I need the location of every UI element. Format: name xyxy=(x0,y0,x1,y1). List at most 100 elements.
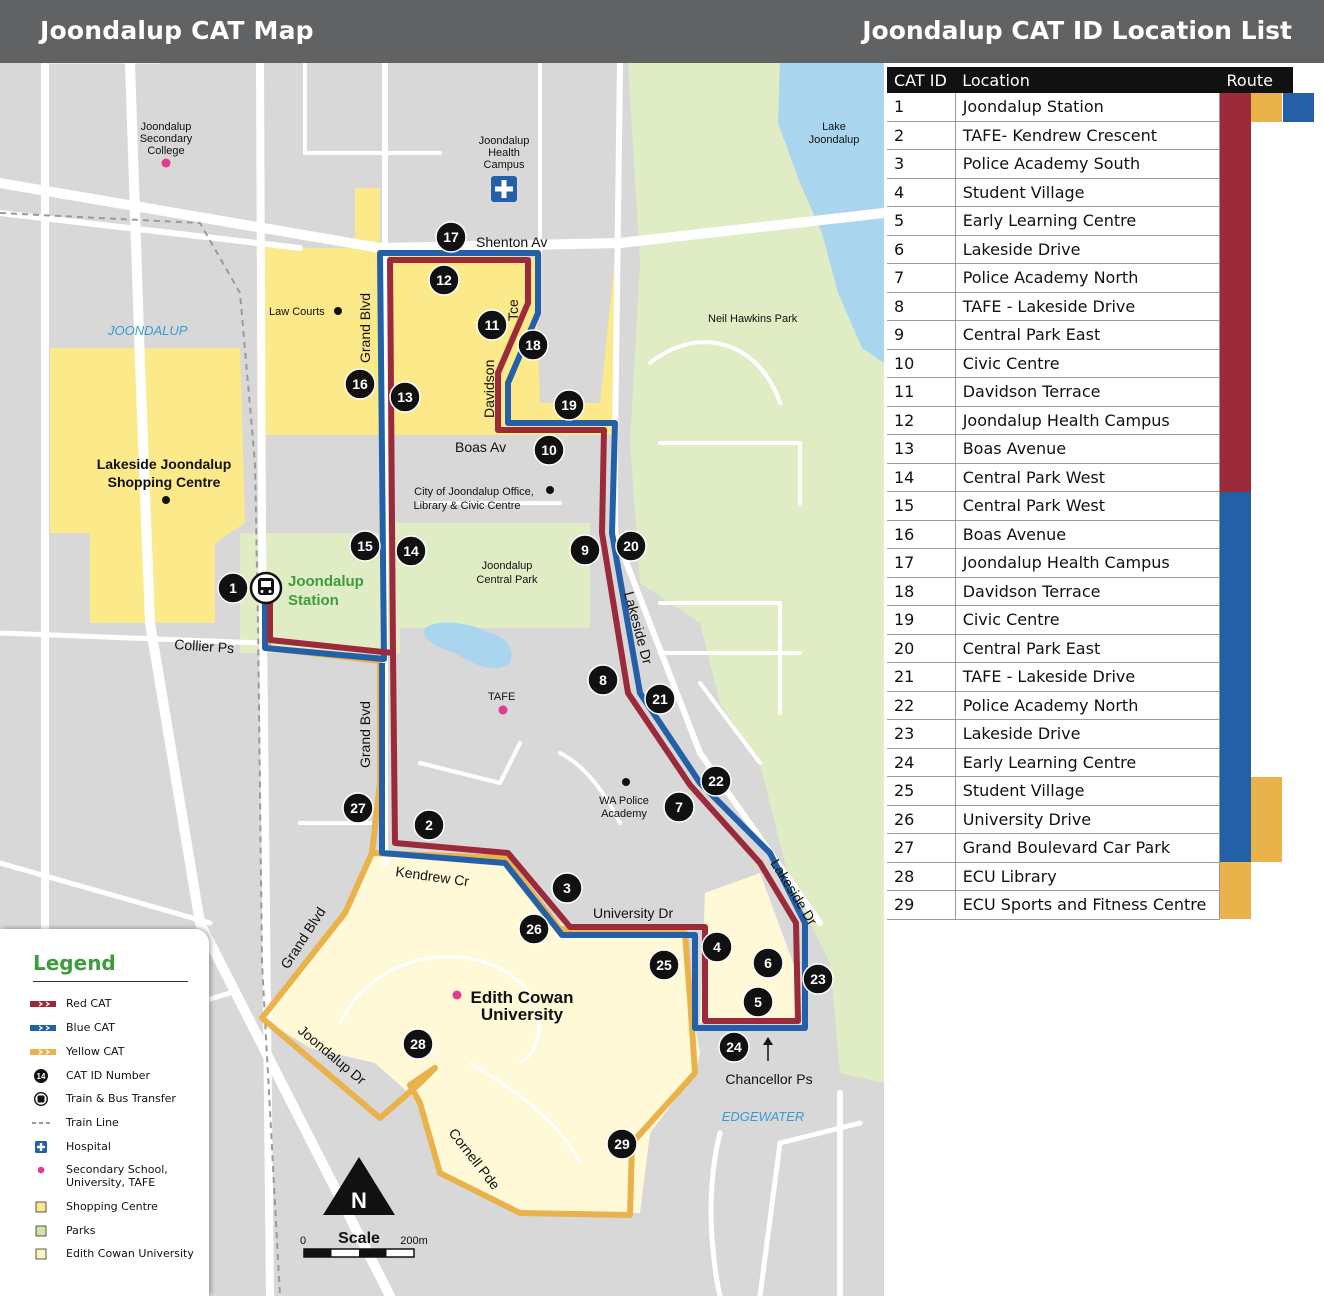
stop-badge xyxy=(569,534,601,566)
cat-id-cell: 22 xyxy=(887,691,956,720)
cat-stop-21[interactable]: 21 xyxy=(644,683,676,715)
cat-stop-17[interactable]: 17 xyxy=(435,221,467,253)
cat-stop-15[interactable]: 15 xyxy=(349,530,381,562)
route-cell xyxy=(1220,263,1293,292)
legend-title: Legend xyxy=(33,951,116,975)
cat-map[interactable]: Lake Joondalup Joondalup Secondary Colle… xyxy=(0,63,884,1296)
blue-route-swatch xyxy=(1220,805,1252,834)
cat-stop-28[interactable]: 28 xyxy=(402,1028,434,1060)
cat-stop-23[interactable]: 23 xyxy=(802,963,834,995)
stop-badge xyxy=(518,913,550,945)
route-cell xyxy=(1220,691,1293,720)
map-title: Joondalup CAT Map xyxy=(40,16,314,45)
cat-id-cell: 8 xyxy=(887,292,956,321)
station-label-2: Station xyxy=(288,592,339,609)
cat-stop-19[interactable]: 19 xyxy=(553,389,585,421)
cat-stop-12[interactable]: 12 xyxy=(428,264,460,296)
route-cell xyxy=(1220,121,1293,150)
police-academy-marker xyxy=(622,778,630,786)
table-header-row: CAT ID Location Route xyxy=(887,67,1293,93)
yellow-route-swatch xyxy=(1251,805,1283,834)
north-arrow-icon: N xyxy=(323,1157,395,1215)
cat-stop-6[interactable]: 6 xyxy=(752,947,784,979)
cat-stop-22[interactable]: 22 xyxy=(700,765,732,797)
red-route-swatch xyxy=(1220,263,1252,292)
cat-stop-13[interactable]: 13 xyxy=(389,381,421,413)
law-courts-label: Law Courts xyxy=(269,306,325,318)
legend-label: Shopping Centre xyxy=(66,1200,158,1213)
location-cell: Central Park East xyxy=(955,320,1221,350)
cat-id-cell: 6 xyxy=(887,235,956,264)
cat-stop-10[interactable]: 10 xyxy=(533,434,565,466)
cat-stop-29[interactable]: 29 xyxy=(606,1128,638,1160)
legend-label: Train Line xyxy=(66,1116,119,1129)
cat-stop-2[interactable]: 2 xyxy=(413,809,445,841)
cat-stop-25[interactable]: 25 xyxy=(648,949,680,981)
cat-stop-24[interactable]: 24 xyxy=(718,1031,750,1063)
cat-id-cell: 1 xyxy=(887,93,956,122)
cat-stop-1[interactable]: 1 xyxy=(217,572,249,604)
cat-stop-4[interactable]: 4 xyxy=(701,931,733,963)
school-marker xyxy=(161,158,171,168)
police-academy-label-1: WA Police xyxy=(599,795,649,807)
cat-stop-11[interactable]: 11 xyxy=(476,309,508,341)
route-cell xyxy=(1220,178,1293,207)
cat-stop-20[interactable]: 20 xyxy=(615,530,647,562)
legend-label-line: Secondary School, xyxy=(66,1163,168,1176)
cat-id-cell: 9 xyxy=(887,320,956,350)
blue-route-swatch xyxy=(1220,491,1252,520)
yellow-route-swatch xyxy=(1220,890,1252,919)
route-cell xyxy=(1220,776,1293,805)
location-cell: Civic Centre xyxy=(955,605,1221,635)
red-cat-swatch-icon xyxy=(30,1001,56,1007)
cat-stop-14[interactable]: 14 xyxy=(395,535,427,567)
red-route-swatch xyxy=(1220,349,1252,378)
map-canvas: Lake Joondalup Joondalup Secondary Colle… xyxy=(0,63,884,1296)
stop-badge xyxy=(435,221,467,253)
cat-stop-26[interactable]: 26 xyxy=(518,913,550,945)
lakeside-shopping-label-1: Lakeside Joondalup xyxy=(97,456,232,472)
cat-stop-18[interactable]: 18 xyxy=(517,329,549,361)
boas-av-label: Boas Av xyxy=(455,439,506,455)
cat-stop-9[interactable]: 9 xyxy=(569,534,601,566)
cat-stop-7[interactable]: 7 xyxy=(663,791,695,823)
cat-stop-27[interactable]: 27 xyxy=(342,792,374,824)
central-park xyxy=(395,523,590,628)
cat-stop-3[interactable]: 3 xyxy=(551,872,583,904)
red-route-swatch xyxy=(1220,93,1252,122)
cat-stop-5[interactable]: 5 xyxy=(742,986,774,1018)
blue-route-swatch xyxy=(1220,605,1252,634)
stop-badge xyxy=(752,947,784,979)
cat-stop-16[interactable]: 16 xyxy=(344,368,376,400)
cat-stop-8[interactable]: 8 xyxy=(587,664,619,696)
